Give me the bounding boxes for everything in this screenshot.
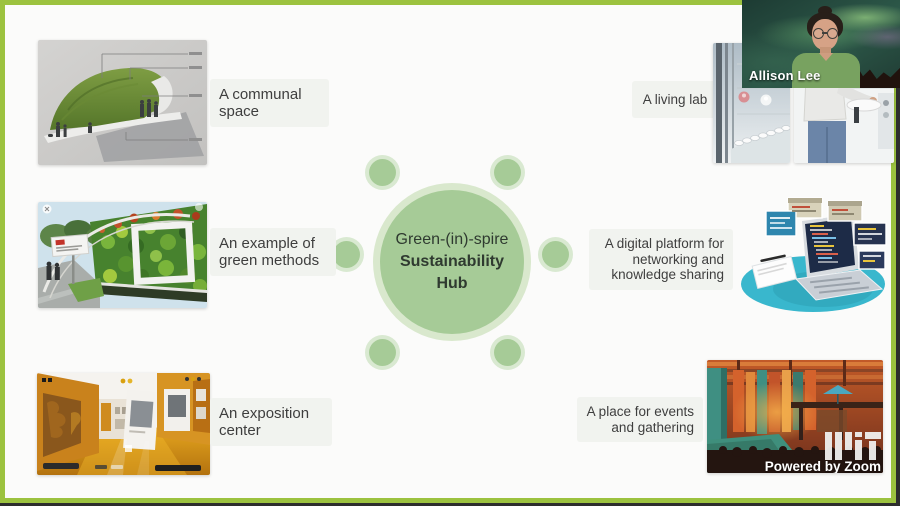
powered-by-zoom-watermark: Powered by Zoom xyxy=(764,459,881,473)
label-green-methods: An example of green methods xyxy=(210,228,336,276)
label-line: space xyxy=(219,103,260,120)
hub-node-dot xyxy=(333,241,360,268)
communal-space-image xyxy=(38,40,207,165)
mit-logo xyxy=(825,432,881,460)
label-line: A living lab xyxy=(642,92,708,107)
events-hall-image: Powered by Zoom xyxy=(707,360,883,473)
glasses-icon xyxy=(827,28,838,39)
label-line: center xyxy=(219,422,261,439)
label-communal-space: A communal space xyxy=(210,79,329,127)
label-digital-platform: A digital platform for networking and kn… xyxy=(589,229,733,290)
label-line: networking and xyxy=(632,251,724,267)
label-events-gathering: A place for events and gathering xyxy=(577,397,703,442)
hub-title-line1: Green-(in)-spire xyxy=(395,231,509,248)
label-line: and gathering xyxy=(611,419,694,435)
hub-node-dot xyxy=(494,159,521,186)
green-wall-image xyxy=(38,202,207,308)
hub-node-dot xyxy=(542,241,569,268)
label-line: An exposition xyxy=(219,405,310,422)
glasses-icon xyxy=(813,28,824,39)
label-line: green methods xyxy=(219,252,320,269)
participant-video-tile[interactable]: Allison Lee xyxy=(742,0,900,88)
hub-title-line3: Hub xyxy=(436,275,468,292)
participant-avatar xyxy=(790,6,864,88)
exposition-center-image xyxy=(37,373,210,475)
hub-node-dot xyxy=(369,159,396,186)
hub-node-dot xyxy=(369,339,396,366)
hub-center-circle: Green-(in)-spire Sustainability Hub xyxy=(380,190,524,334)
label-living-lab: A living lab xyxy=(632,81,718,118)
hub-node-dot xyxy=(494,339,521,366)
label-line: An example of xyxy=(219,235,315,252)
label-exposition-center: An exposition center xyxy=(210,398,332,446)
label-line: A communal xyxy=(219,86,302,103)
hub-title-line2: Sustainability xyxy=(399,253,505,270)
label-line: A digital platform for xyxy=(604,236,724,251)
label-line: knowledge sharing xyxy=(611,267,724,282)
participant-name-label: Allison Lee xyxy=(749,68,821,83)
label-line: A place for events xyxy=(586,404,694,419)
digital-platform-illustration xyxy=(738,197,888,315)
